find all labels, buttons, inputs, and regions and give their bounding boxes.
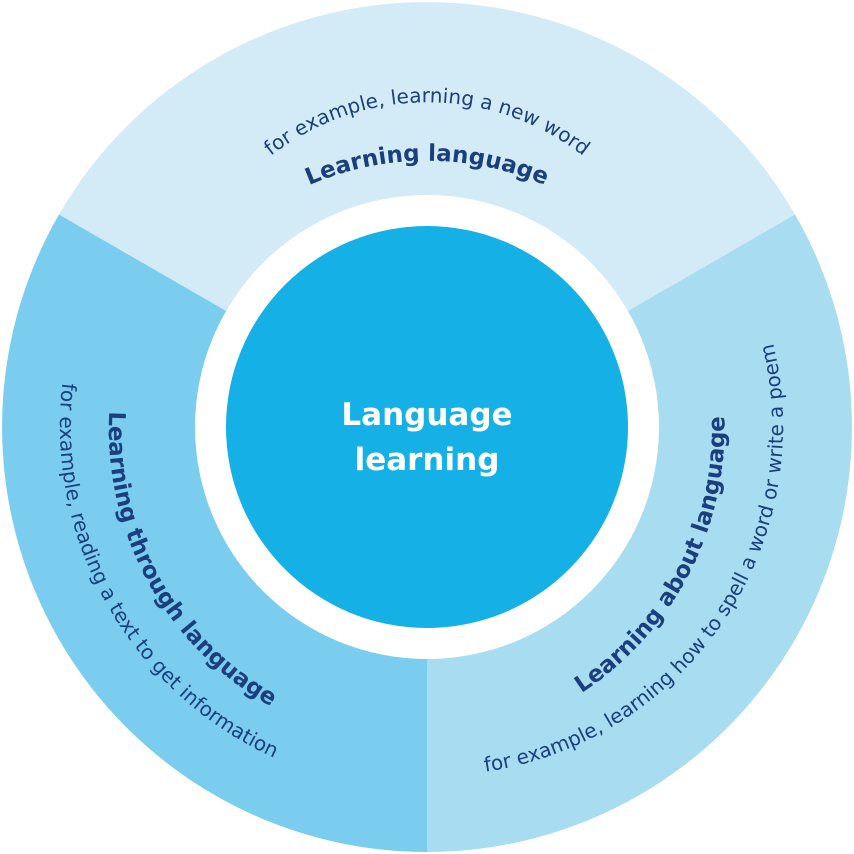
center-circle [226,226,628,628]
center-label-line2: learning [355,442,500,478]
center-label-line1: Language [341,397,512,433]
